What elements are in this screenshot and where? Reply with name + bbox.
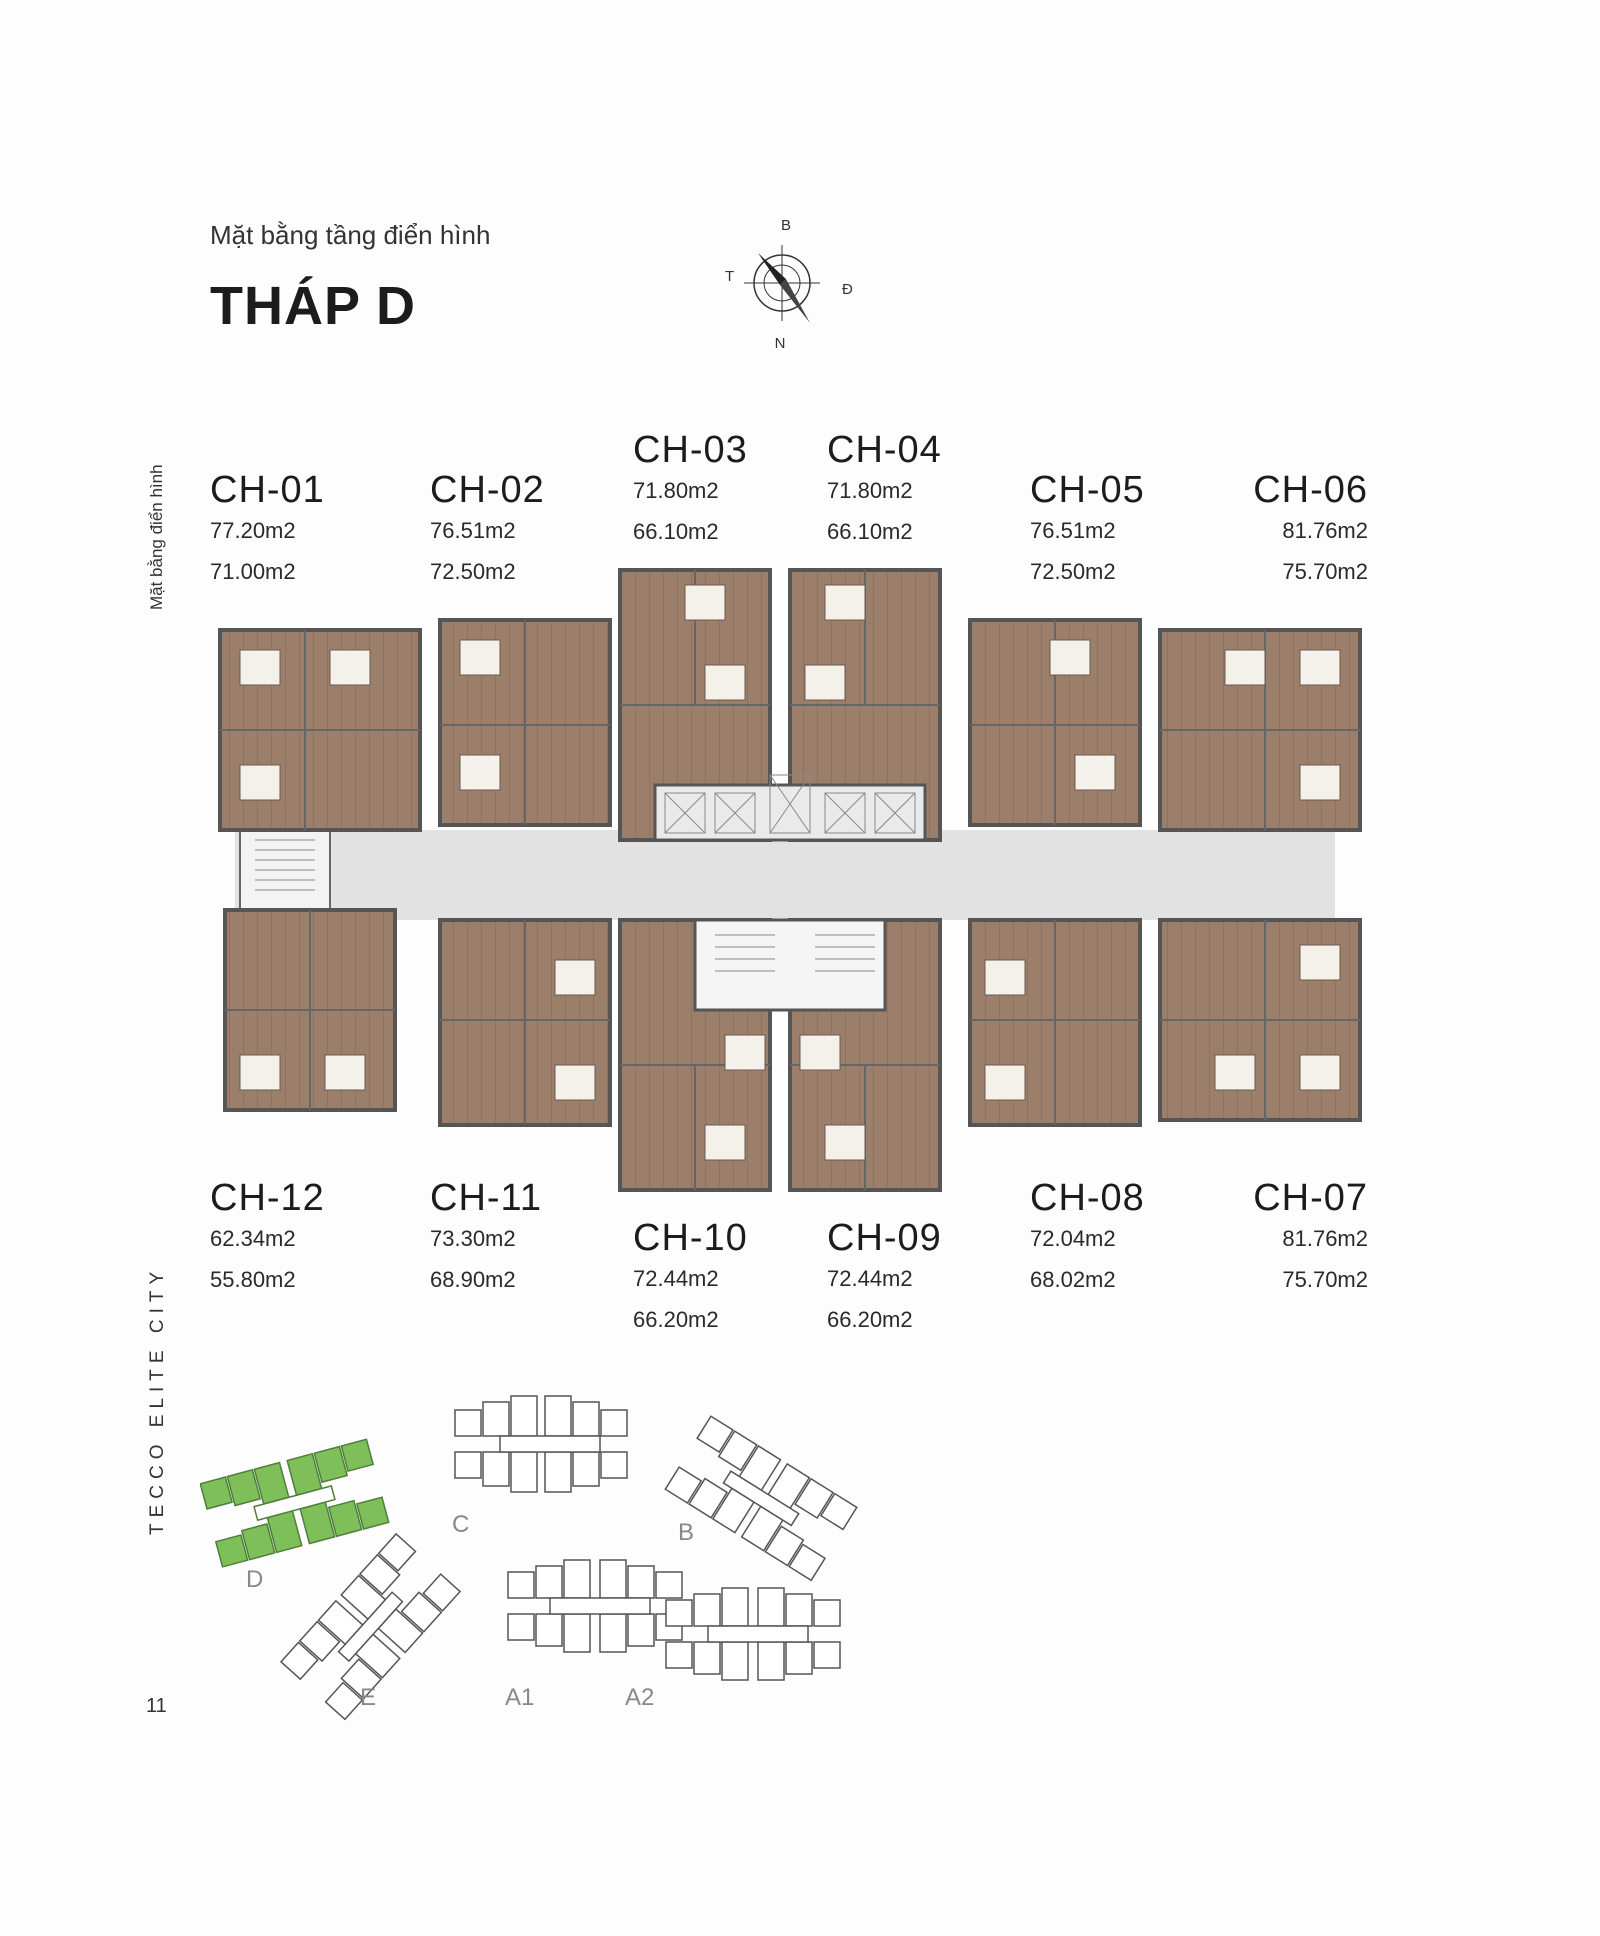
tower-label-a2: A2 xyxy=(625,1684,654,1711)
unit-label-ch01: CH-01 77.20m2 71.00m2 xyxy=(210,470,325,592)
unit-name: CH-02 xyxy=(430,469,545,511)
unit-area-net: 71.00m2 xyxy=(210,559,296,584)
unit-area-gross: 73.30m2 xyxy=(430,1226,516,1251)
compass-west: T xyxy=(725,268,734,285)
stair-left xyxy=(239,829,331,921)
tower-label-a1: A1 xyxy=(505,1684,534,1711)
unit-name: CH-12 xyxy=(210,1177,325,1219)
page-number: 11 xyxy=(146,1695,167,1717)
unit-name: CH-01 xyxy=(210,469,325,511)
page-subtitle: Mặt bằng tầng điển hình xyxy=(210,220,491,250)
site-map: C B D E A1 A2 xyxy=(200,1395,858,1721)
page-title: THÁP D xyxy=(210,276,417,336)
unit-label-ch12: CH-12 62.34m2 55.80m2 xyxy=(210,1178,325,1300)
unit-area-gross: 72.44m2 xyxy=(633,1266,719,1291)
tower-label-c: C xyxy=(452,1511,469,1538)
unit-area-net: 72.50m2 xyxy=(1030,559,1116,584)
unit-label-ch09: CH-09 72.44m2 66.20m2 xyxy=(827,1218,942,1340)
stair-core xyxy=(693,918,887,1012)
unit-area-gross: 81.76m2 xyxy=(1282,518,1368,543)
floor-plan xyxy=(218,568,1362,1192)
unit-area-gross: 72.04m2 xyxy=(1030,1226,1116,1251)
tower-e-outline xyxy=(279,1532,462,1721)
unit-area-net: 75.70m2 xyxy=(1282,1267,1368,1292)
unit-label-ch05: CH-05 76.51m2 72.50m2 xyxy=(1030,470,1145,592)
corridor xyxy=(235,830,1335,920)
vertical-section-label: Mặt bằng điển hình xyxy=(147,464,166,610)
unit-area-gross: 77.20m2 xyxy=(210,518,296,543)
tower-label-b: B xyxy=(678,1519,694,1546)
compass-south: N xyxy=(775,335,786,352)
unit-area-gross: 81.76m2 xyxy=(1282,1226,1368,1251)
tower-a2-outline xyxy=(665,1587,841,1681)
unit-name: CH-08 xyxy=(1030,1177,1145,1219)
compass-east: Đ xyxy=(842,281,853,298)
tower-label-e: E xyxy=(360,1684,376,1711)
unit-label-ch06: CH-06 81.76m2 75.70m2 xyxy=(1230,470,1368,592)
unit-name: CH-03 xyxy=(633,429,748,471)
tower-d-highlight xyxy=(200,1438,390,1568)
unit-area-net: 55.80m2 xyxy=(210,1267,296,1292)
unit-area-net: 66.10m2 xyxy=(827,519,913,544)
unit-name: CH-11 xyxy=(430,1177,542,1219)
unit-label-ch04: CH-04 71.80m2 66.10m2 xyxy=(827,430,942,552)
unit-area-gross: 76.51m2 xyxy=(430,518,516,543)
tower-b-outline xyxy=(664,1415,858,1582)
unit-area-net: 75.70m2 xyxy=(1282,559,1368,584)
unit-name: CH-04 xyxy=(827,429,942,471)
unit-name: CH-05 xyxy=(1030,469,1145,511)
unit-label-ch03: CH-03 71.80m2 66.10m2 xyxy=(633,430,748,552)
unit-area-gross: 62.34m2 xyxy=(210,1226,296,1251)
unit-label-ch11: CH-11 73.30m2 68.90m2 xyxy=(430,1178,542,1300)
tower-c-outline xyxy=(454,1395,628,1493)
elevator-core xyxy=(653,774,927,842)
unit-name: CH-09 xyxy=(827,1217,942,1259)
unit-area-net: 66.10m2 xyxy=(633,519,719,544)
unit-name: CH-06 xyxy=(1253,469,1368,511)
unit-area-gross: 71.80m2 xyxy=(827,478,913,503)
compass-north: B xyxy=(781,217,791,234)
compass-icon: B T Đ N xyxy=(725,217,853,352)
unit-area-net: 68.90m2 xyxy=(430,1267,516,1292)
brand-label: TECCO ELITE CITY xyxy=(147,1265,168,1535)
tower-a1-outline xyxy=(507,1559,683,1653)
tower-label-d: D xyxy=(246,1566,263,1593)
unit-label-ch08: CH-08 72.04m2 68.02m2 xyxy=(1030,1178,1145,1300)
unit-label-ch02: CH-02 76.51m2 72.50m2 xyxy=(430,470,545,592)
unit-area-net: 66.20m2 xyxy=(633,1307,719,1332)
unit-area-gross: 71.80m2 xyxy=(633,478,719,503)
unit-label-ch10: CH-10 72.44m2 66.20m2 xyxy=(633,1218,748,1340)
unit-name: CH-07 xyxy=(1253,1177,1368,1219)
unit-area-gross: 72.44m2 xyxy=(827,1266,913,1291)
unit-area-gross: 76.51m2 xyxy=(1030,518,1116,543)
unit-area-net: 66.20m2 xyxy=(827,1307,913,1332)
unit-area-net: 68.02m2 xyxy=(1030,1267,1116,1292)
unit-area-net: 72.50m2 xyxy=(430,559,516,584)
unit-name: CH-10 xyxy=(633,1217,748,1259)
unit-label-ch07: CH-07 81.76m2 75.70m2 xyxy=(1230,1178,1368,1300)
